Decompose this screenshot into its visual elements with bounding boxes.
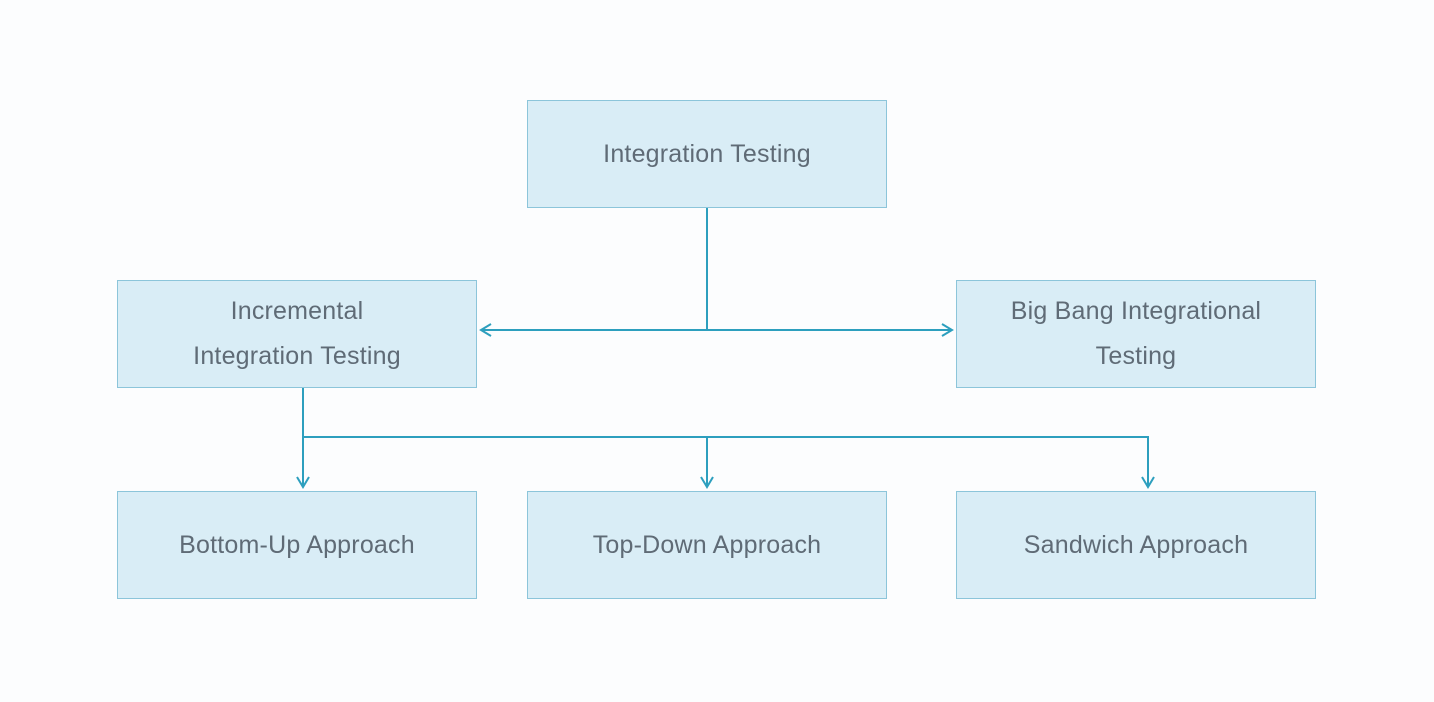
- node-bottom-up-approach: Bottom-Up Approach: [117, 491, 477, 599]
- node-integration-testing: Integration Testing: [527, 100, 887, 208]
- node-sandwich-approach: Sandwich Approach: [956, 491, 1316, 599]
- node-top-down-approach: Top-Down Approach: [527, 491, 887, 599]
- node-incremental-integration-testing: Incremental Integration Testing: [117, 280, 477, 388]
- node-big-bang-integrational-testing: Big Bang Integrational Testing: [956, 280, 1316, 388]
- node-sandwich-approach-label: Sandwich Approach: [1023, 530, 1249, 559]
- node-integration-testing-label: Integration Testing: [603, 139, 811, 168]
- node-top-down-approach-label: Top-Down Approach: [592, 530, 822, 559]
- node-incremental-integration-testing-label: Incremental Integration Testing: [193, 297, 401, 370]
- node-bottom-up-approach-label: Bottom-Up Approach: [179, 530, 415, 559]
- node-big-bang-integrational-testing-label: Big Bang Integrational Testing: [1010, 297, 1262, 370]
